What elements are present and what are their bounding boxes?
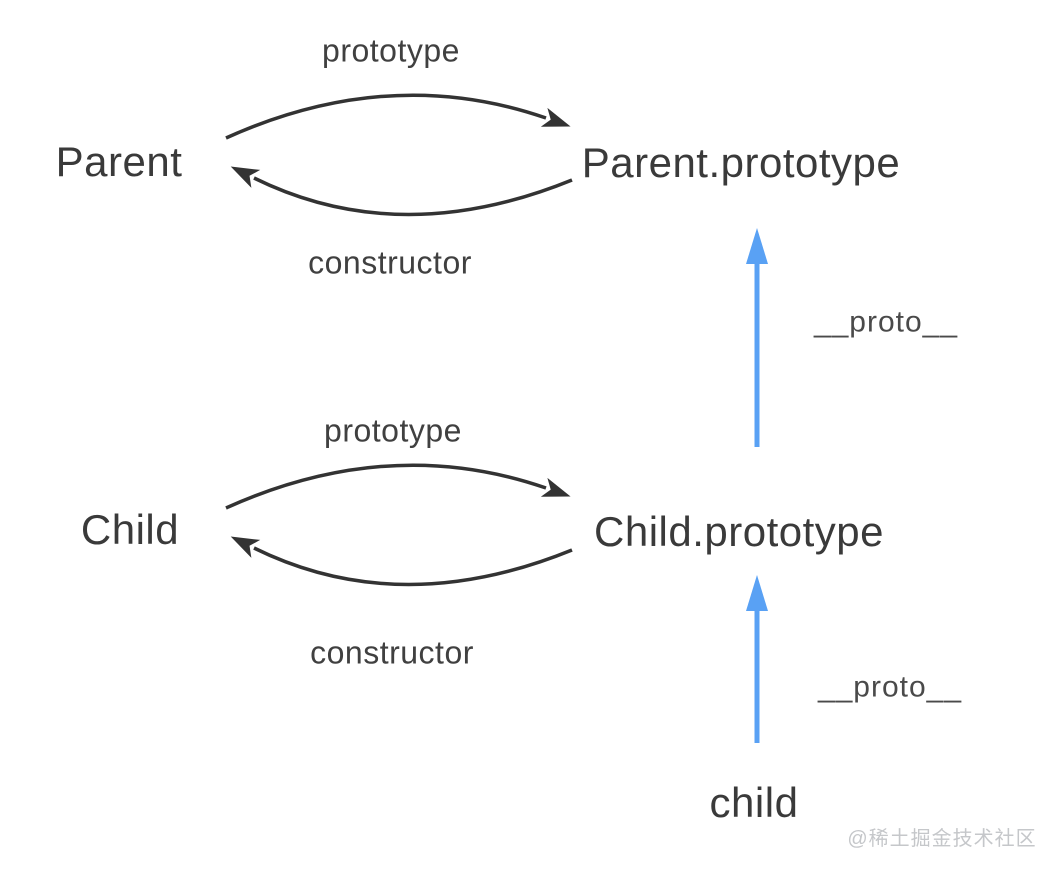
node-child-prototype: Child.prototype bbox=[594, 507, 884, 555]
edge-label-constructor-parent: constructor bbox=[308, 244, 472, 281]
watermark-text: @稀土掘金技术社区 bbox=[847, 828, 1037, 850]
edge-label-prototype-child: prototype bbox=[324, 412, 462, 449]
node-child-class: Child bbox=[80, 505, 180, 553]
parent-prototype-arc bbox=[225, 93, 571, 140]
edge-label-prototype-parent: prototype bbox=[322, 32, 460, 69]
edge-label-proto-upper: __proto__ bbox=[813, 305, 959, 339]
proto-arrow-child-proto-to-parent-proto bbox=[746, 228, 768, 447]
child-constructor-arc bbox=[230, 536, 573, 587]
edge-label-proto-lower: __proto__ bbox=[817, 670, 963, 704]
child-prototype-arc bbox=[225, 463, 571, 510]
node-parent: Parent bbox=[55, 137, 183, 185]
node-child-instance: child bbox=[709, 778, 799, 826]
proto-arrow-child-to-child-proto bbox=[746, 575, 768, 743]
edge-label-constructor-child: constructor bbox=[310, 634, 474, 671]
node-parent-prototype: Parent.prototype bbox=[581, 138, 901, 186]
parent-constructor-arc bbox=[230, 166, 573, 217]
